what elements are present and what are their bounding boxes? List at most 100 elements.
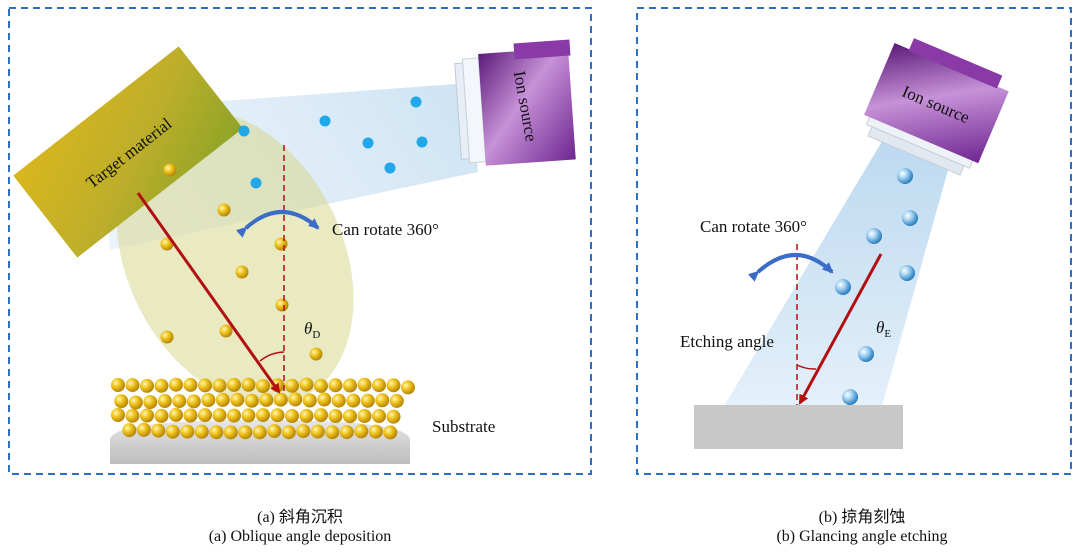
film-atom xyxy=(125,378,140,393)
film-atom xyxy=(212,378,227,393)
substrate-label: Substrate xyxy=(432,417,495,436)
film-atom xyxy=(281,425,296,440)
etching-angle-label: Etching angle xyxy=(680,332,774,351)
film-atom xyxy=(227,408,241,423)
film-atom xyxy=(252,425,267,440)
film-atom xyxy=(215,392,230,407)
film-atom xyxy=(241,377,256,392)
film-atom xyxy=(273,392,288,407)
panel-a-ion-source: Ion source xyxy=(454,39,576,166)
film-atom xyxy=(346,393,361,408)
film-atom xyxy=(325,425,340,440)
atom xyxy=(160,330,174,344)
ion-ball xyxy=(858,346,874,362)
film-atom xyxy=(296,424,311,439)
film-atom xyxy=(241,408,256,423)
film-atom xyxy=(343,378,357,393)
film-atom xyxy=(194,424,209,439)
film-atom xyxy=(267,424,282,438)
caption-a-cn: (a) 斜角沉积 xyxy=(257,509,343,526)
panel-b-angle-arc xyxy=(796,364,817,370)
film-atom xyxy=(198,378,212,393)
film-atom xyxy=(331,393,346,408)
deposition-arrow xyxy=(136,192,281,394)
film-atom xyxy=(357,409,372,423)
film-atom xyxy=(198,408,212,423)
film-atom xyxy=(201,393,216,407)
film-atom xyxy=(386,378,401,393)
ion-dot xyxy=(384,162,396,174)
atom xyxy=(309,347,323,361)
caption-b-en: (b) Glancing angle etching xyxy=(776,528,948,545)
film-atom xyxy=(165,424,180,439)
panel-a-rotate-label: Can rotate 360° xyxy=(332,220,439,239)
film-atom xyxy=(401,380,415,395)
film-atom xyxy=(154,378,169,393)
deposition-plume xyxy=(116,110,354,406)
film-atom xyxy=(244,393,259,408)
caption-a-en: (a) Oblique angle deposition xyxy=(208,528,392,545)
film-atom xyxy=(209,425,224,440)
film-atom xyxy=(285,409,299,423)
ion-dot xyxy=(238,125,250,137)
film-atom xyxy=(314,378,328,393)
ion-ball xyxy=(897,168,913,184)
atom xyxy=(274,237,288,251)
atom xyxy=(217,203,231,217)
film-atom xyxy=(140,378,154,393)
panel-a-ions xyxy=(238,96,428,189)
film-atom xyxy=(111,408,125,422)
film-atom xyxy=(375,393,390,408)
film-atom xyxy=(180,424,195,439)
film-atom xyxy=(328,378,343,393)
ion-dot xyxy=(410,96,422,108)
panel-b-substrate xyxy=(694,405,903,449)
film-atom xyxy=(256,408,270,423)
ion-ball xyxy=(842,389,858,405)
panel-b-rotate-label: Can rotate 360° xyxy=(700,217,807,236)
film-atom xyxy=(143,395,158,410)
deposited-film xyxy=(111,377,415,440)
film-atom xyxy=(169,407,183,422)
panel-a-angle-arc xyxy=(259,351,285,362)
film-atom xyxy=(372,409,386,423)
film-atom xyxy=(125,408,140,423)
film-atom xyxy=(256,379,270,393)
film-atom xyxy=(357,377,372,392)
film-atom xyxy=(288,392,303,407)
ion-dot xyxy=(319,115,331,127)
film-atom xyxy=(386,409,401,424)
film-atom xyxy=(186,394,201,409)
film-atom xyxy=(122,423,137,438)
film-atom xyxy=(157,394,172,408)
atom xyxy=(163,163,177,177)
panel-b-frame xyxy=(636,7,1072,475)
film-atom xyxy=(212,408,227,423)
film-atom xyxy=(343,409,357,424)
film-atom xyxy=(299,408,314,423)
etching-arrow xyxy=(798,253,883,405)
film-atom xyxy=(230,392,245,407)
caption-b-cn: (b) 掠角刻蚀 xyxy=(818,509,906,526)
film-atom xyxy=(339,425,354,440)
ion-ball xyxy=(899,265,915,281)
film-atom xyxy=(383,425,398,440)
film-atom xyxy=(310,424,325,439)
panel-b-theta-label: θE xyxy=(876,318,891,340)
film-atom xyxy=(172,394,187,409)
film-atom xyxy=(169,377,183,392)
atom xyxy=(219,324,233,338)
panel-a-frame xyxy=(8,7,592,475)
film-atom xyxy=(372,378,386,393)
ion-dot xyxy=(250,177,262,189)
film-atom xyxy=(128,395,143,410)
panel-a-rotate-arrow xyxy=(235,210,320,238)
film-atom xyxy=(136,422,151,437)
film-atom xyxy=(111,378,125,392)
panel-b-rotate-arrow xyxy=(747,253,834,282)
film-atom xyxy=(238,425,253,440)
film-atom xyxy=(223,425,238,440)
target-material-block: Target material xyxy=(13,46,243,258)
film-atom xyxy=(151,423,166,438)
